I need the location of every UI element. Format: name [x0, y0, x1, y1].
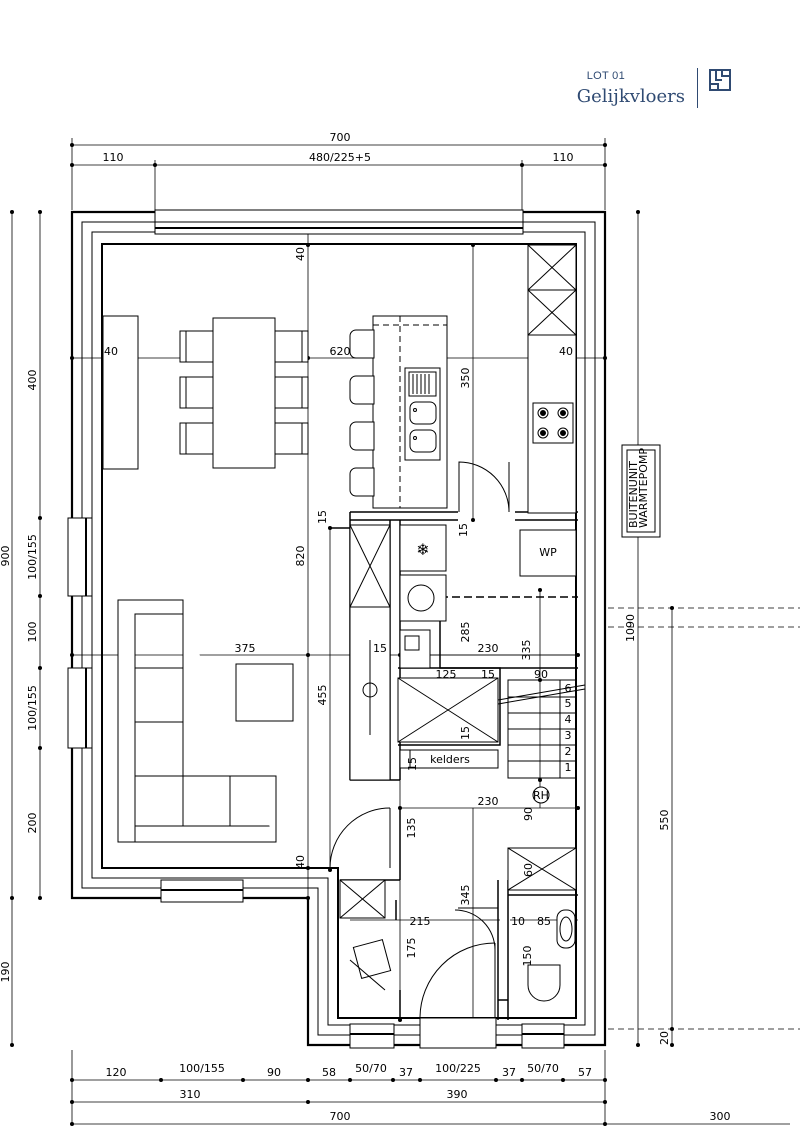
stair-step-numbers: 1 2 3 4 5 6 — [565, 682, 572, 774]
dim-top-right: 110 — [553, 151, 574, 164]
dim-in-285: 285 — [459, 622, 472, 643]
floor-title: Gelijkvloers — [576, 86, 685, 107]
dim-in-40-left: 40 — [104, 345, 118, 358]
label-rainwater: RH — [533, 789, 549, 802]
dim-left-900: 900 — [0, 546, 12, 567]
dim-in-90a: 90 — [534, 668, 548, 681]
dim-in-135: 135 — [405, 818, 418, 839]
dim-left-200: 200 — [26, 813, 39, 834]
dim-in-40-right: 40 — [559, 345, 573, 358]
dim-in-375: 375 — [235, 642, 256, 655]
dim-bottom-390: 390 — [447, 1088, 468, 1101]
dim-in-60: 60 — [522, 863, 535, 877]
label-outdoor-unit-1: BUITENUNIT — [627, 461, 640, 528]
stairs — [497, 679, 586, 779]
stair-step: 3 — [565, 729, 572, 742]
stair-step: 6 — [565, 682, 572, 695]
dim-bottom-37b: 37 — [502, 1066, 516, 1079]
dim-in-10: 10 — [511, 915, 525, 928]
dim-left-window1: 100/155 — [26, 534, 39, 580]
dim-in-15e: 15 — [459, 726, 472, 740]
dim-in-230a: 230 — [478, 642, 499, 655]
dim-right-20: 20 — [658, 1031, 671, 1045]
dim-in-230b: 230 — [478, 795, 499, 808]
tall-cabinets — [349, 524, 391, 781]
floorplan-icon — [709, 69, 731, 91]
dimension-labels: 700 110 480/225+5 110 400 900 100/155 10… — [0, 131, 731, 1123]
dim-in-90b: 90 — [522, 807, 535, 821]
dim-in-15f: 15 — [406, 757, 419, 771]
dim-bottom-57: 57 — [578, 1066, 592, 1079]
dim-bottom-300: 300 — [710, 1110, 731, 1123]
rainwater-symbol — [532, 786, 550, 804]
dim-in-350: 350 — [459, 368, 472, 389]
kitchen-island — [349, 315, 448, 509]
dim-bottom-90: 90 — [267, 1066, 281, 1079]
label-heat-pump: WP — [539, 546, 557, 559]
stair-step: 2 — [565, 745, 572, 758]
dim-in-15b: 15 — [457, 523, 470, 537]
label-outdoor-unit-2: WARMTEPOMP — [637, 448, 650, 528]
dim-in-15a: 15 — [316, 510, 329, 524]
dim-in-820: 820 — [294, 546, 307, 567]
dim-in-125: 125 — [436, 668, 457, 681]
dim-bottom-120: 120 — [106, 1066, 127, 1079]
dim-bottom-310: 310 — [180, 1088, 201, 1101]
label-cellar: kelders — [430, 753, 470, 766]
dim-bottom-window2: 50/70 — [355, 1062, 387, 1075]
walls — [70, 210, 607, 1047]
sofa — [117, 599, 294, 843]
svg-text:❄: ❄ — [416, 540, 429, 559]
dim-bottom-700: 700 — [330, 1110, 351, 1123]
dim-left-100: 100 — [26, 622, 39, 643]
dim-in-620: 620 — [330, 345, 351, 358]
dim-in-215: 215 — [410, 915, 431, 928]
dim-bottom-window3: 100/225 — [435, 1062, 481, 1075]
dim-in-345: 345 — [459, 885, 472, 906]
dim-left-190: 190 — [0, 962, 12, 983]
door-swings — [329, 461, 510, 1019]
dim-in-85: 85 — [537, 915, 551, 928]
dim-in-455: 455 — [316, 685, 329, 706]
dim-top-center: 480/225+5 — [309, 151, 371, 164]
dim-in-40-bottom: 40 — [294, 855, 307, 869]
lot-label: LOT 01 — [586, 70, 625, 82]
windows — [67, 209, 565, 1049]
plan-header: LOT 01 Gelijkvloers — [560, 64, 740, 114]
dim-in-15d: 15 — [481, 668, 495, 681]
dining-table — [102, 315, 309, 470]
storage-cellar-door — [399, 749, 499, 769]
dim-in-335: 335 — [520, 640, 533, 661]
dim-bottom-58: 58 — [322, 1066, 336, 1079]
dim-in-175: 175 — [405, 938, 418, 959]
dim-in-40-top: 40 — [294, 247, 307, 261]
dim-left-window2: 100/155 — [26, 685, 39, 731]
stair-step: 4 — [565, 713, 572, 726]
dim-right-1090: 1090 — [624, 614, 637, 642]
dim-top-total: 700 — [330, 131, 351, 144]
dim-bottom-window4: 50/70 — [527, 1062, 559, 1075]
dim-bottom-window1: 100/155 — [179, 1062, 225, 1075]
dim-in-15c: 15 — [373, 642, 387, 655]
stair-step: 1 — [565, 761, 572, 774]
dim-right-550: 550 — [658, 810, 671, 831]
dim-left-400: 400 — [26, 370, 39, 391]
dim-top-left: 110 — [103, 151, 124, 164]
outdoor-unit — [621, 444, 661, 538]
wc-and-shower — [339, 847, 577, 1002]
dim-in-150: 150 — [521, 946, 534, 967]
kitchen-counter — [527, 244, 577, 514]
dim-bottom-37a: 37 — [399, 1066, 413, 1079]
laundry-corner: ❄ — [397, 524, 577, 743]
header-divider — [697, 68, 698, 108]
room-labels: WP kelders RH BUITENUNIT WARMTEPOMP — [430, 448, 650, 802]
stair-step: 5 — [565, 697, 572, 710]
